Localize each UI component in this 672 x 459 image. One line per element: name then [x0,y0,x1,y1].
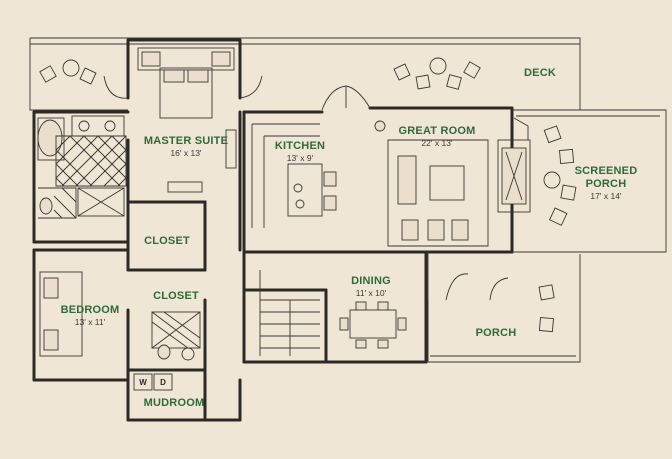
room-size-master-suite: 16' x 13' [170,148,202,158]
room-size-screened-porch: 17' x 14' [590,191,622,201]
screened-porch-area [512,109,667,253]
deck-area [29,37,581,111]
great-room-furniture [374,117,531,247]
room-label-screened-porch-line1: SCREENED [575,165,638,177]
bedroom-bed [39,271,83,357]
room-label-porch: PORCH [476,327,517,339]
master-suite-walls [32,38,263,272]
porch-area [427,252,581,363]
room-label-deck: DECK [524,67,556,79]
kitchen-fixtures [251,123,337,228]
room-label-great-room: GREAT ROOM [399,125,476,137]
room-size-great-room: 22' x 13' [421,138,453,148]
room-size-dining: 11' x 10' [356,288,387,298]
master-bed [137,47,237,193]
master-bath-fixtures [37,115,127,219]
room-label-master-suite: MASTER SUITE [144,135,228,147]
screened-porch-chairs [543,125,577,226]
main-living-walls [242,85,514,254]
washer-label: W [139,378,147,387]
room-label-mudroom: MUDROOM [144,397,205,409]
lower-walls [32,248,428,422]
room-label-closet-lower: CLOSET [153,290,199,302]
deck-chairs [39,57,481,90]
stair-and-dining [259,270,407,356]
dryer-label: D [160,378,166,387]
bath-fixtures-lower [151,311,201,361]
room-size-kitchen: 13' x 9' [287,153,314,163]
laundry: W D [133,373,173,391]
room-label-screened-porch-line2: PORCH [586,178,627,190]
room-label-dining: DINING [351,275,391,287]
room-label-kitchen: KITCHEN [275,140,325,152]
room-label-closet-upper: CLOSET [144,235,190,247]
room-label-bedroom: BEDROOM [61,304,120,316]
room-size-bedroom: 13' x 11' [75,317,106,327]
